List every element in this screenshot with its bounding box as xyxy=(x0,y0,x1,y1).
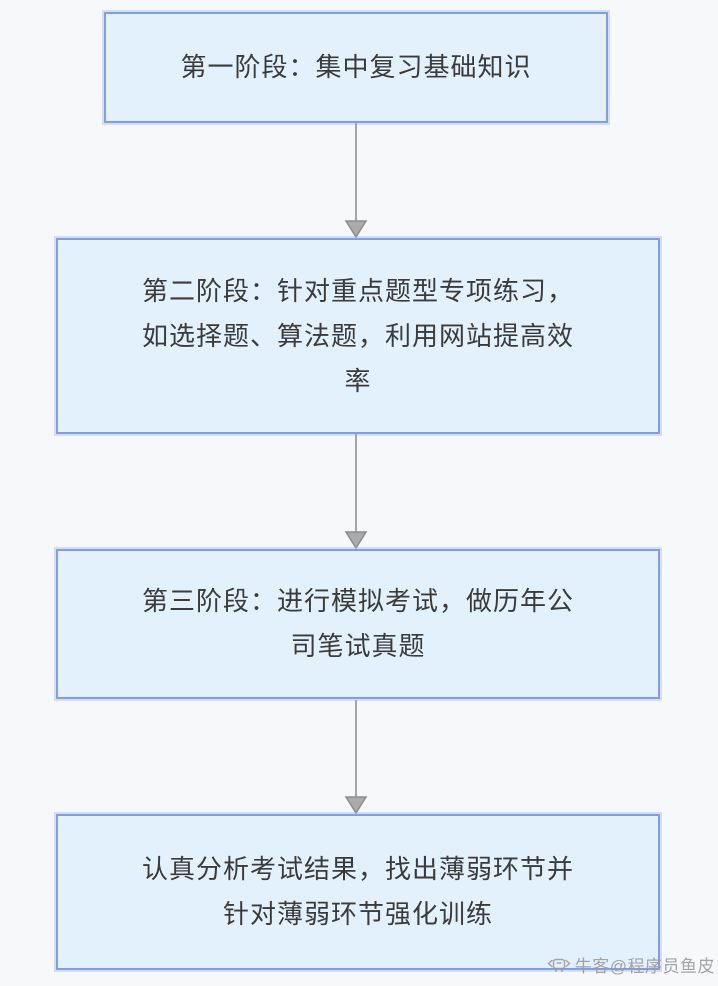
flow-node-stage2: 第二阶段：针对重点题型专项练习， 如选择题、算法题，利用网站提高效 率 xyxy=(56,238,660,434)
arrow-down-icon xyxy=(344,700,368,814)
flow-node-stage3-text: 第三阶段：进行模拟考试，做历年公 司笔试真题 xyxy=(141,586,574,661)
arrow-down-icon xyxy=(344,434,368,549)
watermark-text: 牛客@程序员鱼皮 xyxy=(574,957,715,976)
flow-node-stage1-text: 第一阶段：集中复习基础知识 xyxy=(180,52,532,82)
flow-node-stage2-text: 第二阶段：针对重点题型专项练习， 如选择题、算法题，利用网站提高效 率 xyxy=(141,275,574,396)
arrow-down-icon xyxy=(344,123,368,238)
flow-node-stage4: 认真分析考试结果，找出薄弱环节并 针对薄弱环节强化训练 xyxy=(56,814,660,970)
watermark: 牛客@程序员鱼皮 xyxy=(547,952,715,977)
flow-node-stage3: 第三阶段：进行模拟考试，做历年公 司笔试真题 xyxy=(56,549,660,699)
flow-node-stage1: 第一阶段：集中复习基础知识 xyxy=(104,12,608,123)
flow-node-stage4-text: 认真分析考试结果，找出薄弱环节并 针对薄弱环节强化训练 xyxy=(141,854,574,929)
nowcoder-logo-icon xyxy=(547,958,571,972)
